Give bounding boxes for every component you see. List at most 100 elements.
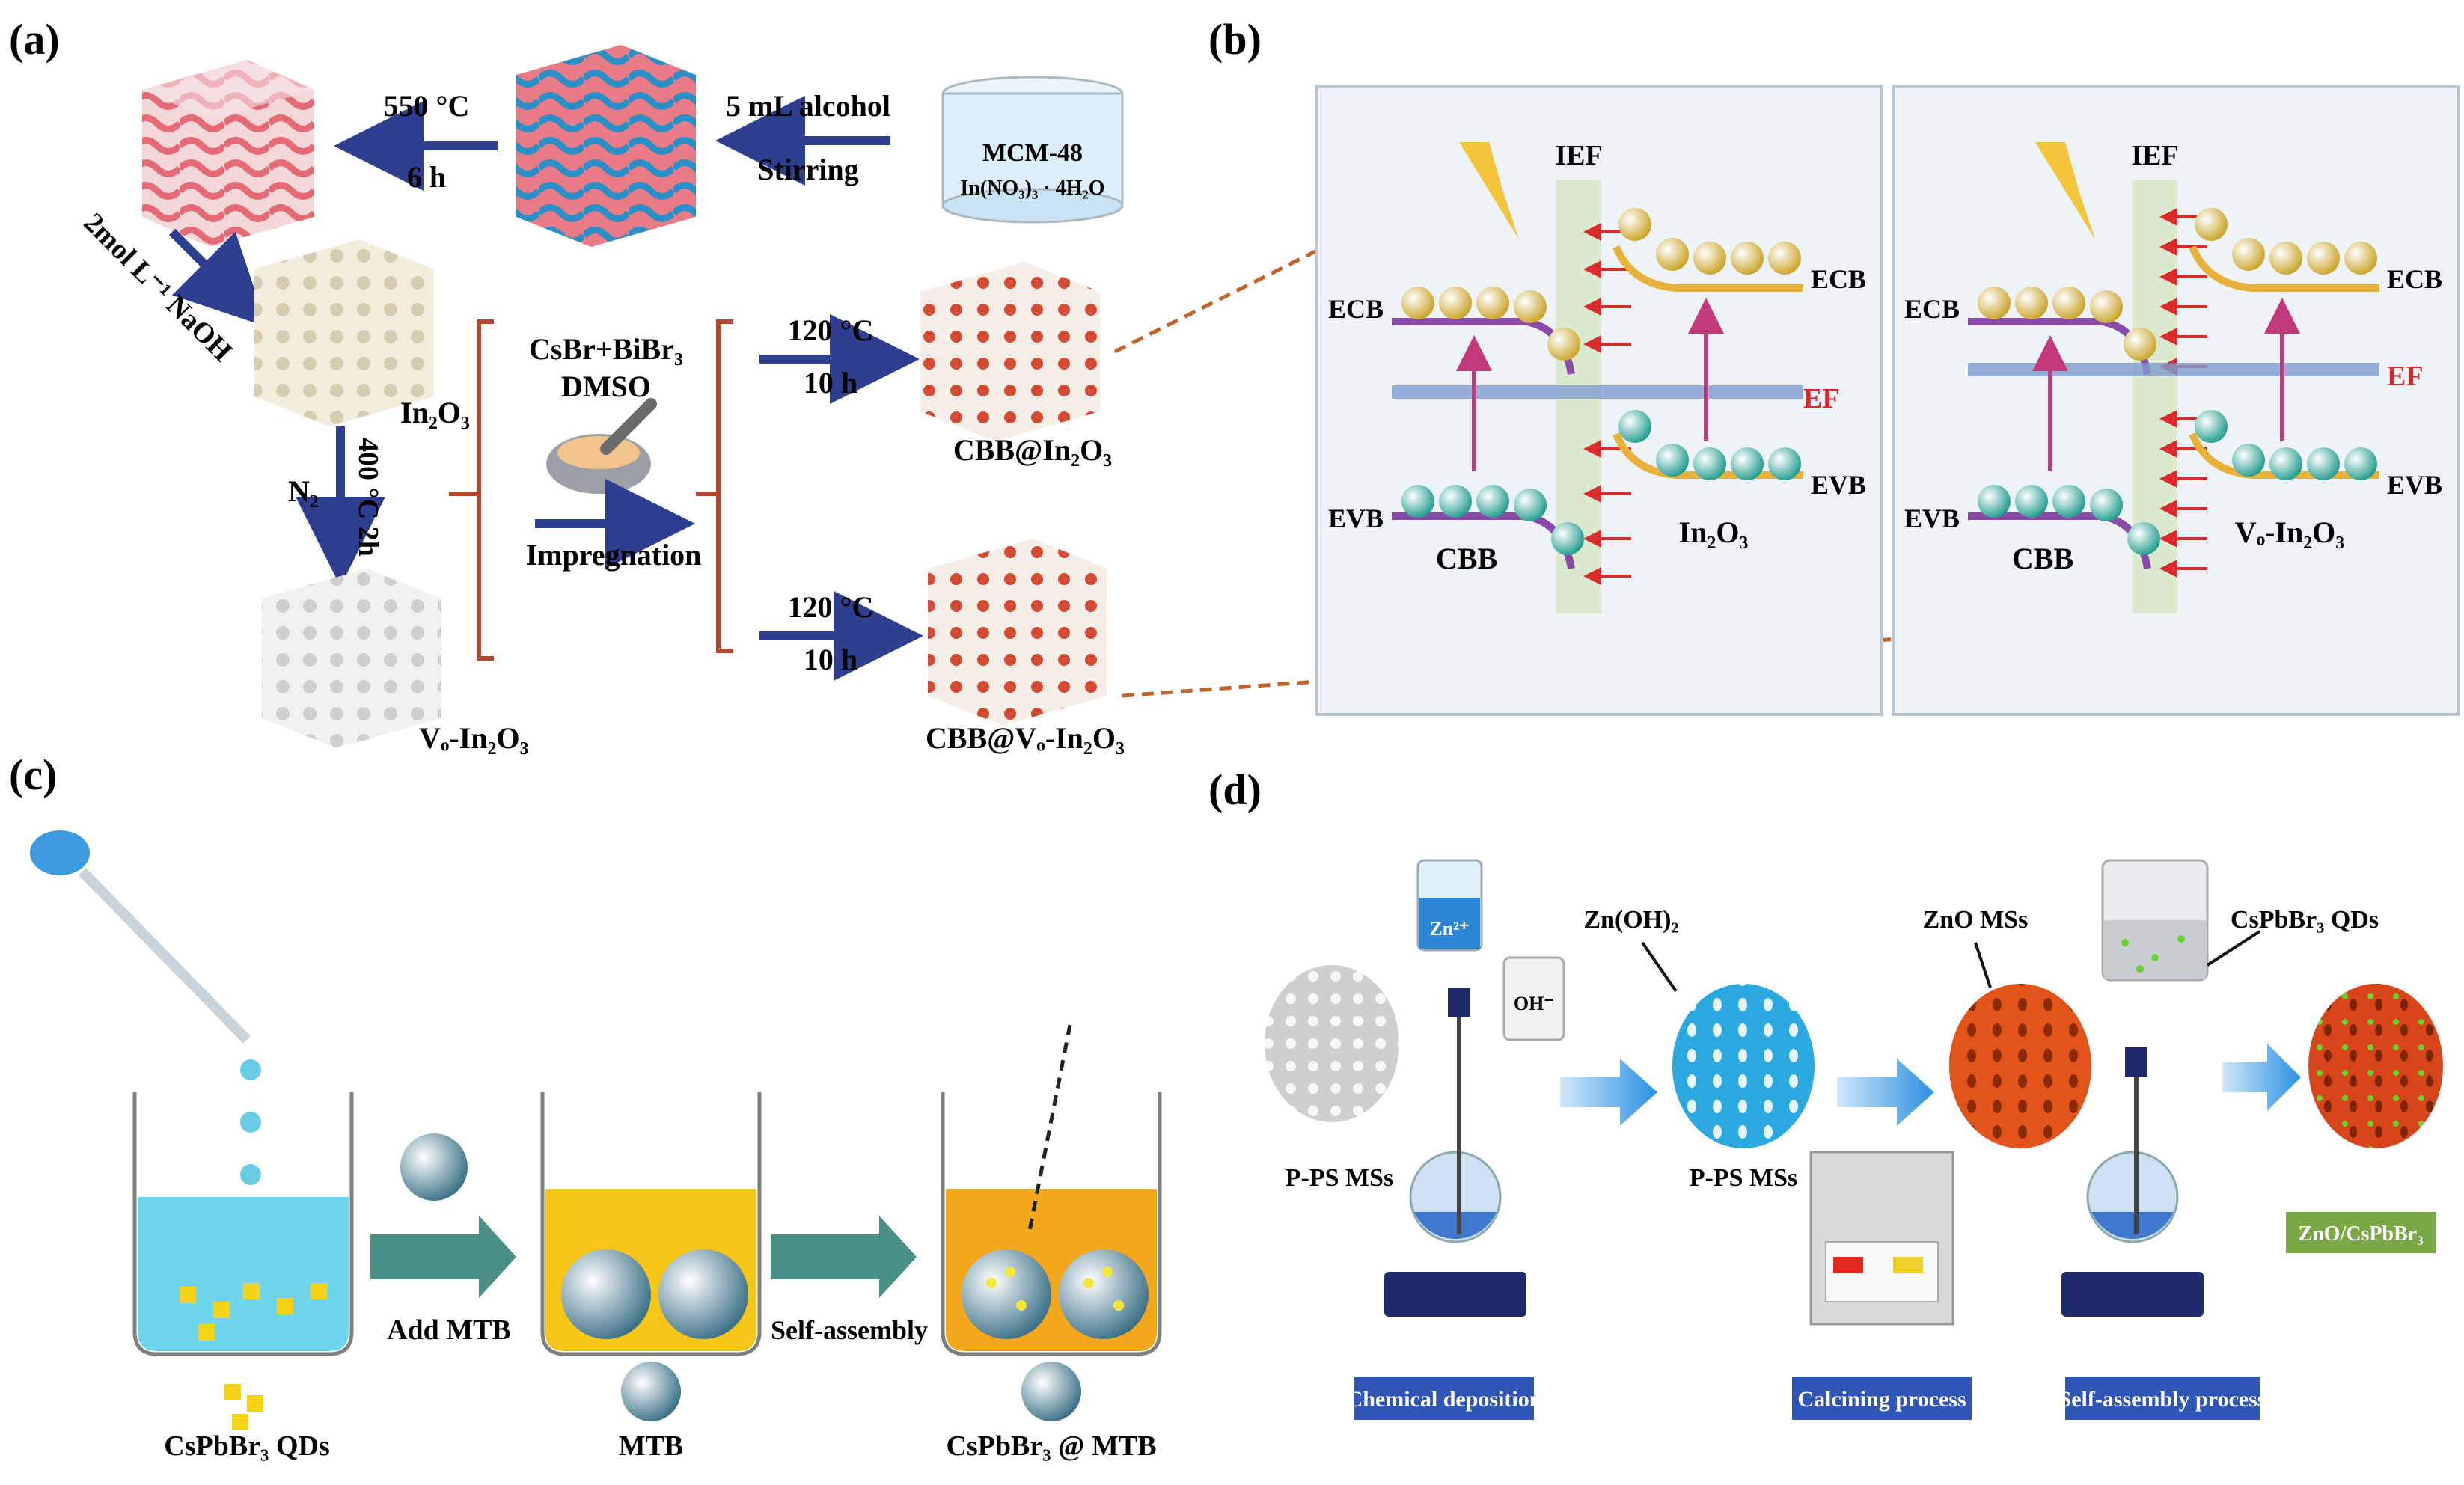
evb-left-label: EVB: [1328, 503, 1384, 533]
vo-in2o3-label: Vₒ-In₂O₃: [419, 721, 529, 755]
mtb-sphere-icon: [400, 1133, 468, 1201]
composite-label: CsPbBr₃ @ MTB: [946, 1430, 1156, 1462]
mtb-legend-icon: [621, 1362, 681, 1421]
light-icon: [2035, 142, 2095, 239]
znoh2-sphere: [1672, 984, 1815, 1148]
material-right-label: In₂O₃: [1679, 515, 1749, 549]
panel-a: (a) MCM-48 In(NO₃)₃ · 4H₂O 5 mL alcohol …: [9, 15, 2252, 755]
beaker-composite: [941, 1024, 1162, 1356]
cube-vo-in2o3: [262, 569, 441, 748]
cube-in2o3: [254, 239, 434, 426]
light-icon: [1459, 142, 1519, 239]
product-top-label: CBB@In₂O₃: [953, 433, 1112, 467]
electrons: [1978, 208, 2377, 361]
calcine-temp-label: 550 °C: [384, 89, 470, 123]
cube-mesoporous-in2o3-template: [142, 60, 314, 247]
fermi-level: [1392, 385, 1803, 399]
mtb-label: MTB: [619, 1430, 684, 1462]
step-box-3: [2065, 1377, 2260, 1420]
qds-d-label: CsPbBr₃ QDs: [2231, 906, 2379, 934]
holes: [1978, 410, 2377, 555]
in2o3-label: In₂O₃: [400, 396, 470, 429]
cube-cbb-in2o3: [920, 262, 1100, 441]
qd-legend-icon: [224, 1384, 263, 1430]
arrow-step-1: [1560, 1059, 1657, 1126]
furnace: [1809, 1151, 1954, 1326]
alcohol-label: 5 mL alcohol: [726, 89, 890, 123]
ecb-right-label: ECB: [2387, 264, 2442, 294]
arrow-naoh-etch: [168, 228, 267, 327]
ecb-left-label: ECB: [1904, 294, 1960, 324]
arrow-add-mtb: [370, 1216, 516, 1298]
ief-label: IEF: [1555, 140, 1602, 171]
add-mtb-label: Add MTB: [387, 1314, 511, 1346]
holes: [1401, 410, 1801, 555]
temp-bottom-label: 120 °C: [788, 590, 874, 624]
electrons: [1401, 208, 1801, 361]
pps-mid-label: P-PS MSs: [1690, 1164, 1798, 1192]
panel-b: (b) IEF: [1208, 15, 2460, 716]
arrow-self-assembly: [771, 1216, 917, 1298]
time-bottom-label: 10 h: [804, 643, 857, 676]
time-top-label: 10 h: [804, 366, 857, 399]
beaker-qds-d: [2101, 859, 2209, 982]
n2-label: N₂: [288, 474, 319, 508]
beaker-zn: [1416, 859, 1483, 952]
panel-d: (d) P-PS MSs Zn²⁺ OH⁻ Zn(OH)₂ P-PS MSs: [1208, 765, 2443, 1420]
step-box-1: [1354, 1377, 1534, 1420]
dropper-icon: [30, 830, 261, 1185]
ef-label: EF: [2387, 361, 2424, 392]
step-box-2: [1792, 1377, 1972, 1420]
impregnation-label: Impregnation: [526, 538, 702, 572]
panel-b-label: (b): [1208, 15, 1262, 64]
reactor-assembly: [2061, 1047, 2204, 1317]
zn-ion-label: Zn²⁺: [1429, 918, 1469, 940]
solvent-label: DMSO: [561, 370, 651, 403]
step2-label: Calcining process: [1797, 1387, 1966, 1412]
evb-right-label: EVB: [2387, 470, 2442, 500]
panel-d-label: (d): [1208, 765, 1262, 814]
pps-left-label: P-PS MSs: [1286, 1164, 1394, 1192]
material-left-label: CBB: [2012, 542, 2073, 575]
product-box: [2286, 1212, 2436, 1253]
pps-sphere: [1265, 965, 1399, 1122]
panel-c: (c) CsPbBr₃ QDs Add MTB: [9, 750, 1162, 1462]
material-right-label: Vₒ-In₂O₃: [2235, 515, 2345, 549]
zno-pointer: [1974, 942, 1992, 988]
mcm48-label: MCM-48: [982, 139, 1083, 167]
vo-in2o3-cb-band: [2189, 245, 2379, 292]
in2o3-cb-band: [1612, 245, 1803, 292]
product-bottom-label: CBB@Vₒ-In₂O₃: [926, 721, 1125, 755]
self-assembly-label: Self-assembly: [771, 1315, 928, 1345]
panel-a-label: (a): [9, 15, 60, 64]
zno-sphere: [1949, 984, 2091, 1148]
band-diagram-cbb-in2o3: IEF: [1315, 85, 1883, 716]
oh-label: OH⁻: [1514, 993, 1554, 1014]
arrow-step-3: [2222, 1044, 2301, 1111]
composite-legend-icon: [1021, 1362, 1081, 1421]
reactor-deposition: [1384, 988, 1526, 1317]
product-label: ZnO/CsPbBr₃: [2298, 1222, 2423, 1246]
znoh2-pointer: [1641, 941, 1678, 993]
band-diagram-cbb-vo-in2o3: IEF: [1892, 85, 2460, 716]
qds-label: CsPbBr₃ QDs: [164, 1430, 329, 1462]
evb-left-label: EVB: [1904, 503, 1960, 533]
material-left-label: CBB: [1436, 542, 1497, 575]
beaker-mcm48: [941, 76, 1124, 224]
arrow-step-2: [1837, 1059, 1934, 1126]
ecb-left-label: ECB: [1328, 294, 1384, 324]
anneal-label: 400 °C 2h: [352, 438, 384, 557]
zno-cspbbr3-sphere: [2308, 984, 2443, 1148]
mortar-icon: [546, 398, 657, 494]
temp-top-label: 120 °C: [788, 313, 874, 347]
ief-label: IEF: [2131, 140, 2178, 171]
beaker-qds: [132, 1092, 354, 1356]
evb-right-label: EVB: [1811, 470, 1866, 500]
bracket-right: [696, 319, 733, 653]
beaker-mtb: [540, 1092, 762, 1356]
znoh2-label: Zn(OH)₂: [1583, 906, 1678, 934]
ief-arrows: [1583, 223, 1631, 585]
stirring-label: Stirring: [757, 153, 859, 186]
ecb-right-label: ECB: [1811, 264, 1866, 294]
